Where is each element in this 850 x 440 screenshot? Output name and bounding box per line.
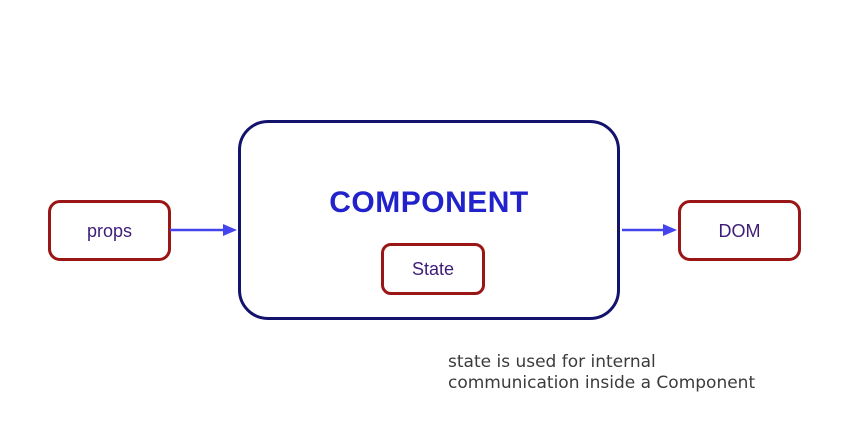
state-box: State bbox=[381, 243, 485, 295]
props-box-label: props bbox=[86, 220, 133, 241]
caption-line-2: communication inside a Component bbox=[448, 373, 756, 393]
dom-box-label: DOM bbox=[718, 220, 761, 241]
component-to-dom-arrow-icon bbox=[622, 224, 677, 236]
props-box: props bbox=[48, 200, 171, 261]
caption-line-1: state is used for internal bbox=[448, 352, 656, 372]
component-title: COMPONENT bbox=[329, 186, 529, 219]
dom-box: DOM bbox=[678, 200, 801, 261]
component-box: COMPONENT State bbox=[238, 120, 620, 320]
state-box-label: State bbox=[411, 259, 455, 279]
caption: state is used for internal communication… bbox=[448, 352, 755, 394]
props-to-component-arrow-icon bbox=[170, 224, 237, 236]
